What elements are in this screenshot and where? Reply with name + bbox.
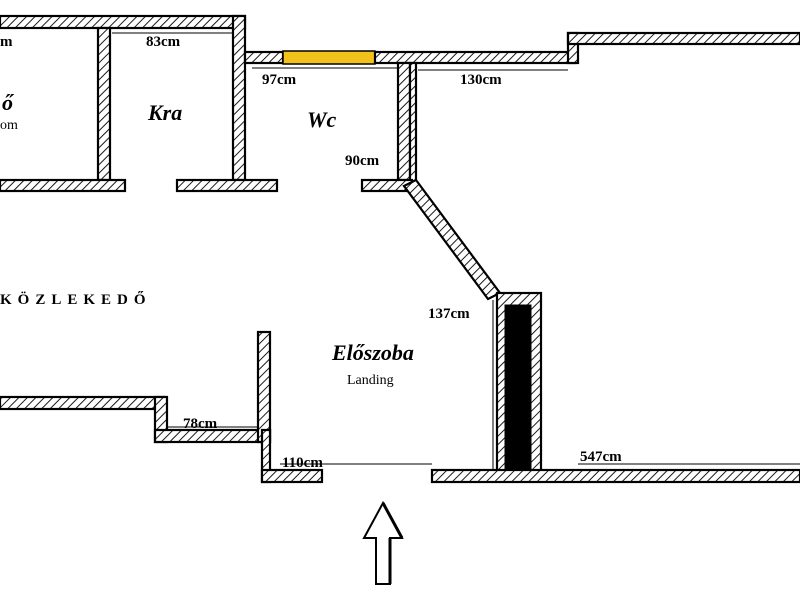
dim-97: 97cm	[262, 72, 297, 88]
dim-547: 547cm	[580, 449, 622, 465]
chimney	[504, 304, 532, 471]
dim-130: 130cm	[460, 72, 502, 88]
dim-110: 110cm	[282, 455, 323, 471]
room-label-wc: Wc	[307, 107, 337, 132]
wall-bottom-left-door	[260, 468, 324, 484]
dim-137: 137cm	[428, 306, 470, 322]
room-sub-landing: Landing	[347, 373, 394, 388]
dim-left-top: m	[0, 34, 13, 50]
wall-wc-right-outer	[408, 61, 418, 185]
dim-90: 90cm	[345, 153, 380, 169]
wall-top-right	[566, 31, 800, 46]
room-label-eloszoba: Előszoba	[331, 340, 414, 365]
window	[282, 50, 376, 65]
room-label-kra: Kra	[147, 100, 182, 125]
wall-divider-kra-wc	[231, 14, 247, 182]
wall-bottom-left	[0, 395, 167, 411]
wall-top-left	[0, 14, 247, 30]
wall-top-wc	[243, 50, 285, 65]
wall-bottom-left-room	[0, 178, 127, 193]
room-label-corridor: KÖZLEKEDŐ	[0, 291, 152, 308]
up-arrow-shadow-head	[381, 502, 404, 539]
room-label-left-partial: ő	[2, 90, 15, 115]
wall-top-right-of-window	[373, 50, 577, 65]
dim-83: 83cm	[146, 34, 181, 50]
room-sub-left-partial: om	[0, 118, 18, 133]
wall-eloszoba-left	[256, 330, 272, 444]
wall-wc-right-inner	[396, 61, 412, 182]
up-arrow-icon	[362, 500, 404, 585]
wall-bottom-right-door	[430, 468, 800, 484]
wall-diagonal	[402, 178, 502, 301]
wall-bottom-kra	[175, 178, 279, 193]
dim-78: 78cm	[183, 416, 218, 432]
wall-divider-left-kra	[96, 26, 112, 182]
